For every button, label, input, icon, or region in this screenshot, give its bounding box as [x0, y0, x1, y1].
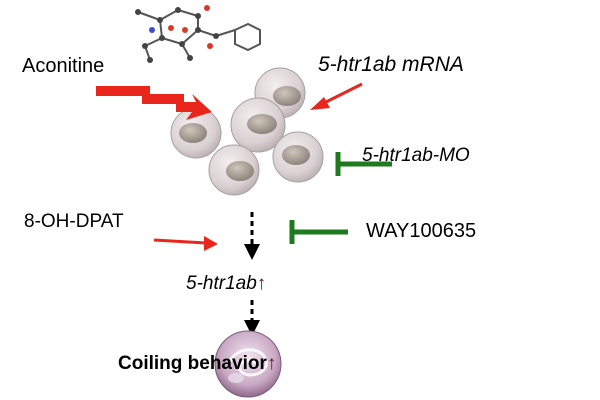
gene-label: 5-htr1ab↑: [186, 274, 266, 293]
antagonist-label: WAY100635: [366, 220, 477, 242]
dpat-activation-arrow: [153, 236, 218, 251]
gene-name: 5-htr1ab: [186, 273, 257, 294]
agonist-label: 8-OH-DPAT: [24, 211, 124, 232]
coiling-embryo-icon: [214, 330, 282, 398]
flow-arrow-1: [244, 212, 260, 260]
mo-inhibition-bar: [335, 152, 392, 176]
aconitine-bolt-arrow: [96, 86, 212, 120]
aconitine-label: Aconitine: [22, 55, 105, 77]
up-arrow-icon: ↑: [266, 353, 277, 374]
mrna-activation-arrow: [310, 82, 363, 110]
zebrafish-embryo-icon: [170, 67, 324, 196]
morpholino-label: 5-htr1ab-MO: [362, 145, 470, 166]
embryo-5: [272, 131, 324, 183]
embryo-3: [230, 97, 286, 153]
way-inhibition-bar: [289, 220, 348, 244]
flow-arrow-2: [244, 300, 260, 336]
embryo-4: [208, 144, 260, 196]
up-arrow-icon: ↑: [256, 273, 267, 294]
molecule-structure-icon: [135, 5, 261, 63]
mrna-label: 5-htr1ab mRNA: [318, 53, 464, 76]
outcome-label: Coiling behavior↑: [118, 354, 276, 373]
coiling-text: Coiling behavior: [118, 353, 267, 374]
